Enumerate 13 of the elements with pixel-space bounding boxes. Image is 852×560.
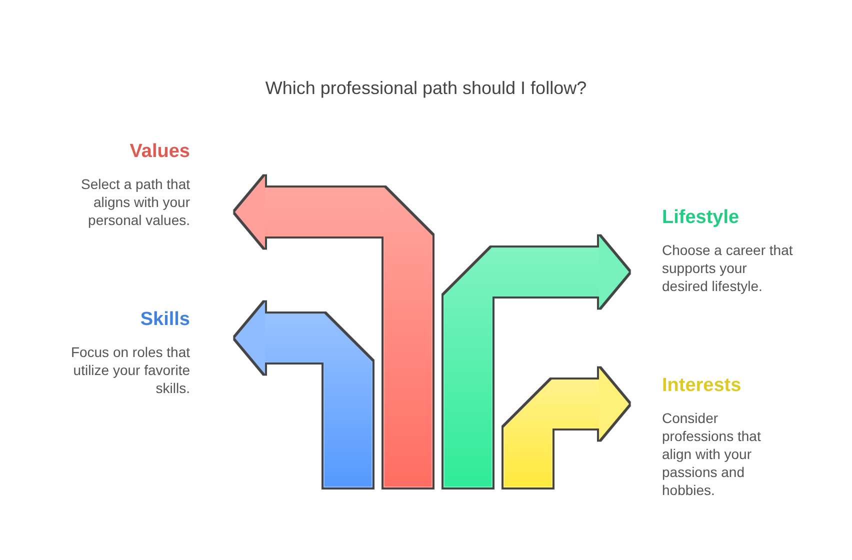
bent-arrow (444, 236, 629, 488)
heading: Lifestyle (662, 206, 740, 230)
bent-arrow (504, 368, 629, 488)
heading: Skills (140, 308, 190, 332)
heading: Values (130, 140, 190, 164)
description-text: Focus on roles that utilize your favorite skills. (70, 343, 190, 397)
description-text: Select a path that aligns with your personal values. (80, 175, 190, 229)
bent-arrow (235, 302, 372, 488)
description-text: Choose a career that supports your desired lifestyle. (662, 241, 794, 295)
bent-arrow (235, 176, 432, 488)
heading: Interests (662, 374, 742, 398)
title: Which professional path should I follow? (265, 77, 587, 100)
description-text: Consider professions that align with your passions and hobbies. (662, 409, 762, 499)
